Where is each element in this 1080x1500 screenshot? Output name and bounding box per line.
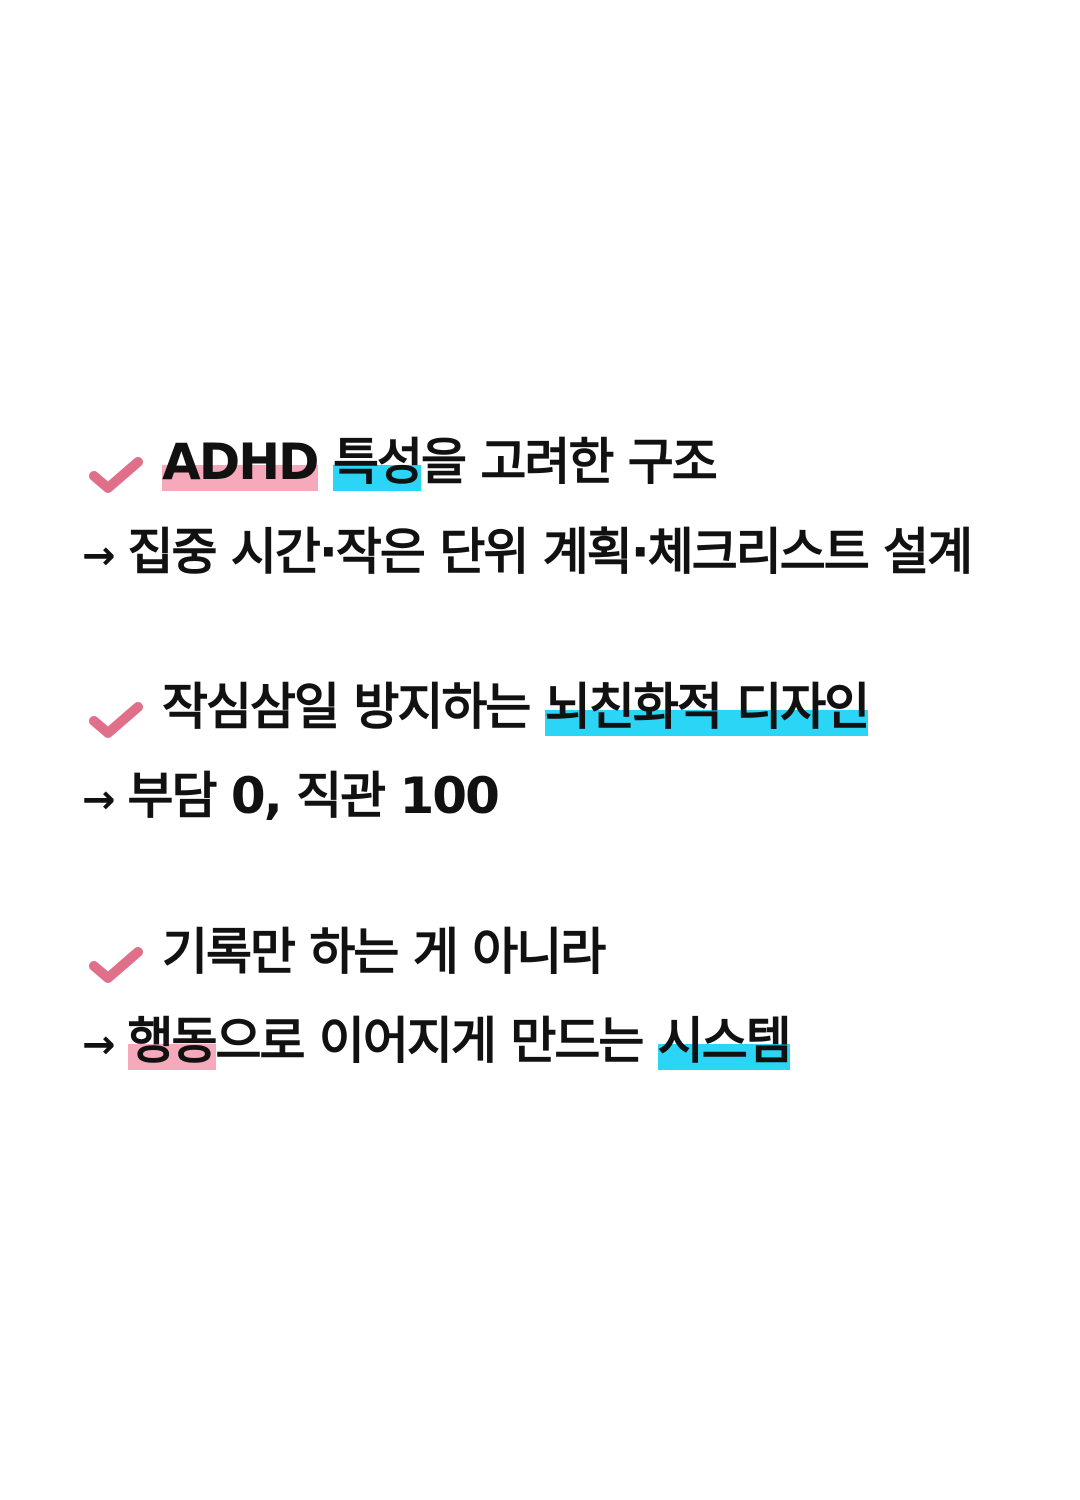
check-icon (89, 946, 143, 983)
highlight-text: ADHD (162, 433, 320, 491)
highlight-text: 특성 (332, 433, 423, 491)
title-text: 기록만 하는 게 아니라 (162, 923, 606, 981)
item-title: ADHD 특성을 고려한 구조 (88, 432, 718, 493)
arrow-icon: → (82, 777, 115, 823)
highlight-text: 행동 (127, 1012, 218, 1070)
arrow-icon: → (82, 1022, 115, 1068)
arrow-icon: → (82, 533, 115, 579)
subtitle-text: 부담 0, 직관 100 (127, 767, 500, 825)
item-subtitle: → 부담 0, 직관 100 (82, 766, 500, 830)
item-subtitle: → 집중 시간·작은 단위 계획·체크리스트 설계 (82, 522, 974, 586)
check-icon (89, 456, 143, 493)
item-subtitle: → 행동으로 이어지게 만드는 시스템 (82, 1011, 792, 1075)
subtitle-text: 집중 시간·작은 단위 계획·체크리스트 설계 (127, 523, 974, 581)
check-icon (89, 701, 143, 738)
highlight-text: 시스템 (657, 1012, 792, 1070)
title-text: 을 고려한 구조 (420, 433, 718, 491)
subtitle-text: 으로 이어지게 만드는 (215, 1012, 658, 1070)
title-text: 작심삼일 방지하는 (162, 678, 545, 736)
item-title: 작심삼일 방지하는 뇌친화적 디자인 (88, 677, 870, 738)
item-title: 기록만 하는 게 아니라 (88, 922, 606, 983)
highlight-text: 뇌친화적 디자인 (544, 678, 870, 736)
title-text (318, 433, 333, 491)
